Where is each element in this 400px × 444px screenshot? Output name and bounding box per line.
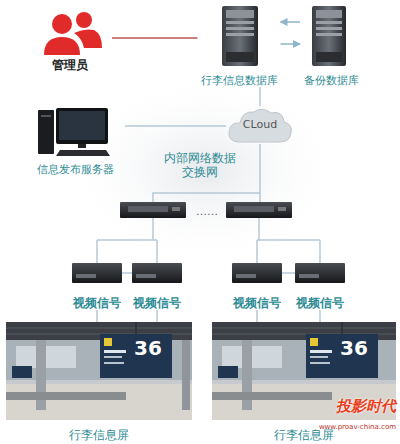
terminal-photo xyxy=(212,322,396,420)
label-holder: www.proav-china.com xyxy=(296,414,396,433)
terminal-photo xyxy=(6,322,192,420)
node-label: 备份数据库 xyxy=(304,74,359,87)
video-node: 视频信号 xyxy=(292,260,348,310)
video-box-icon xyxy=(72,263,345,283)
node-label: 行李信息屏 xyxy=(69,428,129,442)
watermark: 投影时代 xyxy=(336,397,396,415)
connector xyxy=(112,37,198,39)
node-label: 信息发布服务器 xyxy=(37,163,114,176)
label-holder: …… xyxy=(190,200,224,219)
node-label: 视频信号 xyxy=(73,296,121,310)
admin-icon xyxy=(44,12,102,55)
pc-icon xyxy=(38,108,110,156)
connector xyxy=(259,87,261,106)
connector xyxy=(156,310,158,322)
server-icon xyxy=(222,6,258,66)
label-holder: 36 xyxy=(126,336,170,360)
cloud-node: CLoud xyxy=(226,106,294,144)
switch-icon xyxy=(120,202,186,218)
screen-node: 行李信息屏 xyxy=(6,322,192,442)
video-node: 视频信号 xyxy=(129,260,185,310)
connector xyxy=(96,310,98,322)
label-holder: 36 xyxy=(332,336,376,360)
network-label: 内部网络数据 交换网 xyxy=(160,151,240,180)
database-node: 备份数据库 xyxy=(300,3,362,87)
node-label: 视频信号 xyxy=(133,296,181,310)
watermark: www.proav-china.com xyxy=(319,423,396,431)
node-label: 视频信号 xyxy=(296,296,344,310)
database-node: 行李信息数据库 xyxy=(198,3,281,87)
cloud-outline xyxy=(229,109,291,142)
connector xyxy=(256,310,258,322)
video-node: 视频信号 xyxy=(69,260,125,310)
connector xyxy=(281,43,301,45)
node-label: CLoud xyxy=(243,118,277,131)
gate-number: 36 xyxy=(340,336,368,360)
switch-icon xyxy=(226,202,292,218)
label-holder: 投影时代 xyxy=(320,396,396,415)
gate-number: 36 xyxy=(134,336,162,360)
connector xyxy=(281,21,301,23)
connector xyxy=(125,125,226,127)
label-holder: 内部网络数据 交换网 xyxy=(160,151,240,180)
ellipsis-label: …… xyxy=(196,205,218,218)
node-label: 视频信号 xyxy=(233,296,281,310)
node-label: 行李信息数据库 xyxy=(201,74,278,87)
video-node: 视频信号 xyxy=(229,260,285,310)
server-node: 信息发布服务器 xyxy=(25,100,125,176)
node-label: 管理员 xyxy=(52,58,88,72)
admin-node: 管理员 xyxy=(28,6,112,72)
connector xyxy=(319,310,321,322)
network-wire xyxy=(97,144,320,273)
server-icon xyxy=(312,6,346,66)
